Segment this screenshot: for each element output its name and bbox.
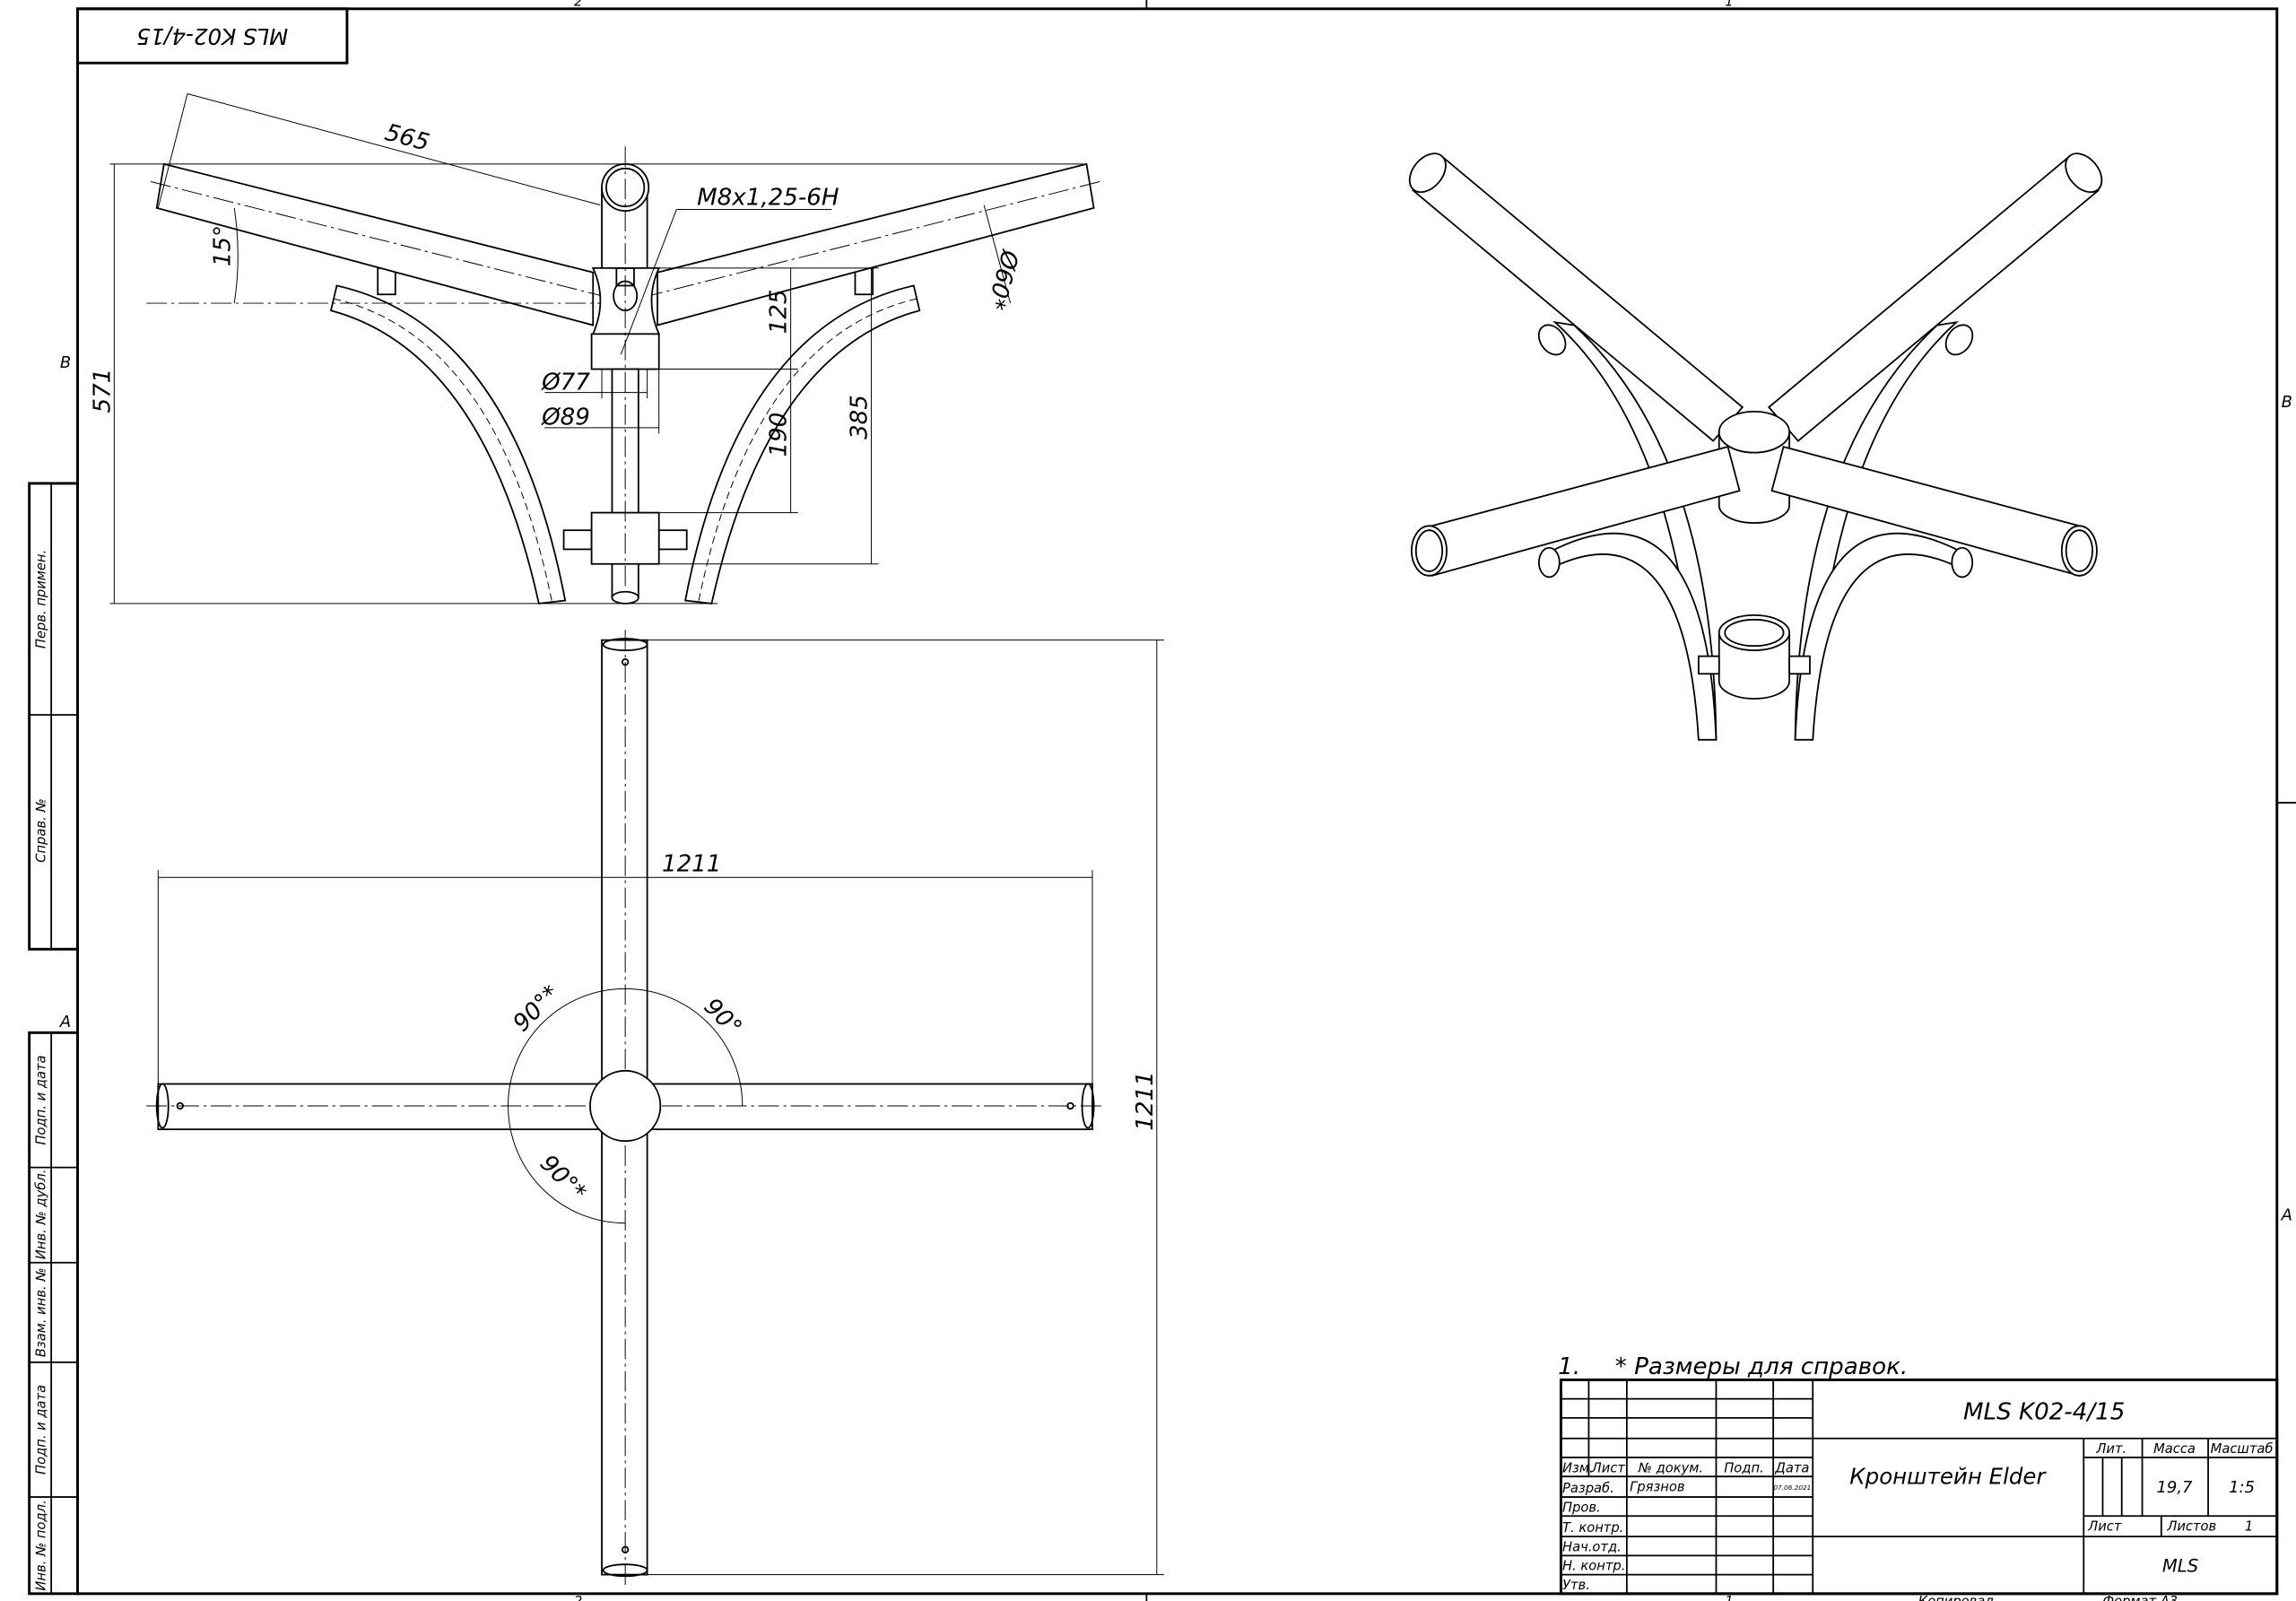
scale-value: 1:5 (2229, 1478, 2255, 1497)
left-arm (155, 162, 595, 326)
hub-circle (589, 1069, 662, 1143)
role: Нач.отд. (1562, 1539, 1622, 1554)
left-leg (329, 284, 567, 605)
developer-date: 07.06.2021 (1773, 1484, 1811, 1492)
plan-view: 90°* 90° 90°* 1211 1211 (146, 630, 1164, 1586)
dim-571: 571 (89, 369, 116, 413)
role: Разраб. (1562, 1481, 1614, 1496)
side-label: Справ. № (34, 798, 49, 862)
role: Т. контр. (1562, 1520, 1623, 1536)
hdr-list: Лист (1591, 1460, 1626, 1475)
lit-label: Лит. (2095, 1441, 2126, 1457)
angle-15: 15° (209, 225, 236, 266)
iso-hub-top (1718, 411, 1790, 454)
thread-callout: M8x1,25-6H (697, 185, 839, 212)
dim-190: 190 (766, 413, 793, 457)
isometric-view (1408, 152, 2103, 741)
role: Утв. (1562, 1578, 1590, 1593)
title-block: MLS K02-4/15 Кронштейн Elder MLS Лит. Ма… (1559, 1378, 2279, 1596)
zone-b-left: B (60, 353, 71, 372)
angle-top-left: 90°* (509, 980, 565, 1037)
side-strip: Перв. примен. Справ. № Подп. и дата Инв.… (28, 482, 79, 1596)
role: Н. контр. (1562, 1559, 1625, 1574)
tube-diameter: Ø60* (981, 247, 1023, 312)
side-label: Инв. № подл. (34, 1500, 49, 1590)
front-view: 565 M8x1,25-6H 15° Ø60* 125 190 385 Ø77 … (89, 93, 1100, 605)
mass-label: Масса (2153, 1441, 2196, 1457)
right-arm (657, 162, 1095, 326)
side-label: Подп. и дата (34, 1385, 49, 1475)
copied-label: Копировал (1918, 1594, 1994, 1601)
hdr-date: Дата (1774, 1460, 1809, 1475)
note-text: * Размеры для справок. (1615, 1353, 1908, 1380)
dia-89: Ø89 (541, 405, 590, 431)
mass-value: 19,7 (2157, 1478, 2194, 1497)
format-label: Формат А3 (2102, 1594, 2178, 1601)
dim-385: 385 (847, 395, 874, 439)
zone-a-left: A (59, 1013, 71, 1031)
zone-top-1: 1 (1725, 0, 1733, 10)
designation: MLS K02-4/15 (1963, 1398, 2125, 1425)
hdr-sign: Подп. (1724, 1460, 1763, 1475)
sheets-value: 1 (2245, 1519, 2253, 1535)
organization: MLS (2162, 1555, 2198, 1576)
side-label: Инв. № дубл. (34, 1170, 49, 1260)
sheet-label: Лист (2087, 1519, 2122, 1535)
part-name: Кронштейн Elder (1849, 1463, 2047, 1489)
dim-height: 1211 (1132, 1071, 1159, 1130)
sheets-label: Листов (2166, 1519, 2216, 1535)
angle-bottom-left: 90°* (535, 1150, 591, 1206)
hdr-izm: Изм. (1562, 1460, 1594, 1475)
zone-bottom-1: 1 (1725, 1594, 1733, 1601)
dim-565: 565 (382, 119, 432, 157)
zone-top-2: 2 (574, 0, 582, 10)
note-number: 1. (1558, 1353, 1580, 1380)
code-stamp: MLS K02-4/15 (76, 7, 349, 65)
role: Пров. (1562, 1500, 1601, 1515)
side-label: Перв. примен. (34, 550, 49, 648)
dia-77: Ø77 (541, 369, 590, 396)
dim-width: 1211 (662, 851, 721, 878)
developer-name: Грязнов (1630, 1480, 1684, 1495)
zone-bottom-2: 2 (574, 1594, 582, 1601)
right-leg (684, 284, 921, 605)
stamp-code: MLS K02-4/15 (136, 23, 288, 49)
side-label: Подп. и дата (34, 1055, 49, 1144)
zone-a-right: A (2281, 1205, 2292, 1224)
side-label: Взам. инв. № (34, 1267, 49, 1357)
scale-label: Масштаб (2211, 1441, 2274, 1457)
angle-top-right: 90° (699, 993, 747, 1041)
zone-b-right: B (2282, 393, 2292, 412)
hdr-doc: № докум. (1638, 1460, 1703, 1475)
dim-125: 125 (766, 290, 793, 335)
